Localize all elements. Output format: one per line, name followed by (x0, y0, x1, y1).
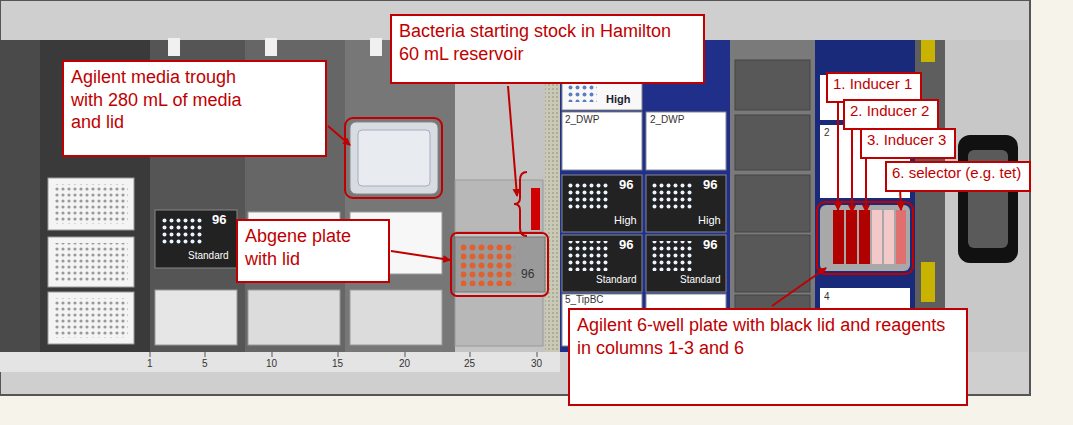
tile-label: 96 (521, 268, 534, 281)
callout-text: 3. Inducer 3 (867, 131, 946, 150)
ruler (0, 352, 560, 372)
ruler-number: 30 (531, 358, 542, 369)
position-number: 2 (824, 127, 830, 138)
tile-label: Standard (596, 274, 637, 285)
ruler-number: 15 (332, 358, 343, 369)
tile-label: High (614, 214, 637, 226)
callout-box: 6. selector (e.g. tet) (885, 161, 1031, 192)
tile-label: 96 (212, 213, 226, 227)
tile-label: 5_TipBC (565, 294, 604, 305)
tile-label: 2_DWP (650, 114, 684, 125)
ruler-number: 25 (464, 358, 475, 369)
tile-label: High (606, 93, 630, 105)
callout-text: Agilent 6-well plate with black lid and … (577, 314, 957, 359)
callout-box: Bacteria starting stock in Hamilton 60 m… (390, 14, 705, 84)
ruler-number: 10 (266, 358, 277, 369)
tile-label: 96 (619, 178, 633, 192)
callout-box: Agilent media trough with 280 mL of medi… (62, 60, 327, 157)
callout-box: 3. Inducer 3 (860, 128, 956, 159)
ruler-number: 5 (202, 358, 208, 369)
callout-box: Agilent 6-well plate with black lid and … (568, 308, 968, 406)
callout-text: Abgene plate with lid (245, 225, 383, 270)
callout-text: 2. Inducer 2 (850, 102, 929, 121)
tile-label: Standard (680, 274, 721, 285)
position-number: 4 (824, 291, 830, 302)
callout-text: 6. selector (e.g. tet) (892, 164, 1021, 183)
leader-arrows (328, 86, 901, 306)
tile-label: 96 (703, 178, 717, 192)
callout-box: Abgene plate with lid (236, 219, 390, 283)
callout-box: 2. Inducer 2 (843, 99, 939, 130)
ruler-number: 1 (147, 358, 153, 369)
tile-label: High (698, 214, 721, 226)
tile-label: Standard (188, 250, 229, 261)
blue-carrier-tiles (562, 60, 810, 347)
ruler-number: 20 (399, 358, 410, 369)
callout-text: 1. Inducer 1 (833, 75, 912, 94)
highlights (345, 118, 913, 296)
tile-label: 96 (703, 238, 717, 252)
tile-label: 2_DWP (565, 114, 599, 125)
callout-text: Agilent media trough with 280 mL of medi… (71, 66, 271, 134)
tile-label: 96 (619, 238, 633, 252)
callout-text: Bacteria starting stock in Hamilton 60 m… (399, 20, 694, 65)
